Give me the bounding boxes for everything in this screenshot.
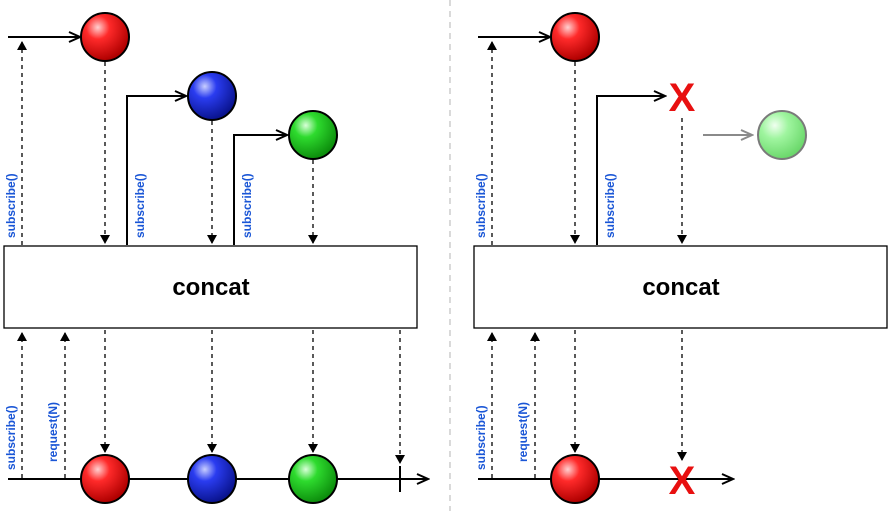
subscribe-label: subscribe() bbox=[240, 173, 254, 238]
red-marble bbox=[550, 454, 600, 504]
request-label: request(N) bbox=[516, 402, 530, 462]
operator-box bbox=[473, 245, 888, 329]
red-marble bbox=[550, 12, 600, 62]
left-panel: concat subscribe() subscribe() subscribe… bbox=[3, 12, 428, 504]
right-panel: X concat X subscribe() subscribe() subsc… bbox=[473, 12, 888, 504]
operator-label: concat bbox=[172, 274, 249, 301]
source-3-timeline bbox=[233, 135, 287, 245]
subscribe-label: subscribe() bbox=[474, 173, 488, 238]
blue-marble bbox=[187, 71, 237, 121]
green-marble bbox=[288, 110, 338, 160]
request-label: request(N) bbox=[46, 402, 60, 462]
operator-box bbox=[3, 245, 418, 329]
error-x-icon: X bbox=[669, 459, 696, 503]
subscribe-label: subscribe() bbox=[603, 173, 617, 238]
operator-label: concat bbox=[642, 274, 719, 301]
subscribe-label: subscribe() bbox=[474, 405, 488, 470]
blue-marble bbox=[187, 454, 237, 504]
green-marble bbox=[288, 454, 338, 504]
subscribe-label: subscribe() bbox=[4, 173, 18, 238]
red-marble bbox=[80, 12, 130, 62]
red-marble bbox=[80, 454, 130, 504]
subscribe-label: subscribe() bbox=[133, 173, 147, 238]
subscribe-label: subscribe() bbox=[4, 405, 18, 470]
error-x-icon: X bbox=[669, 76, 696, 120]
faded-green-marble bbox=[757, 110, 807, 160]
